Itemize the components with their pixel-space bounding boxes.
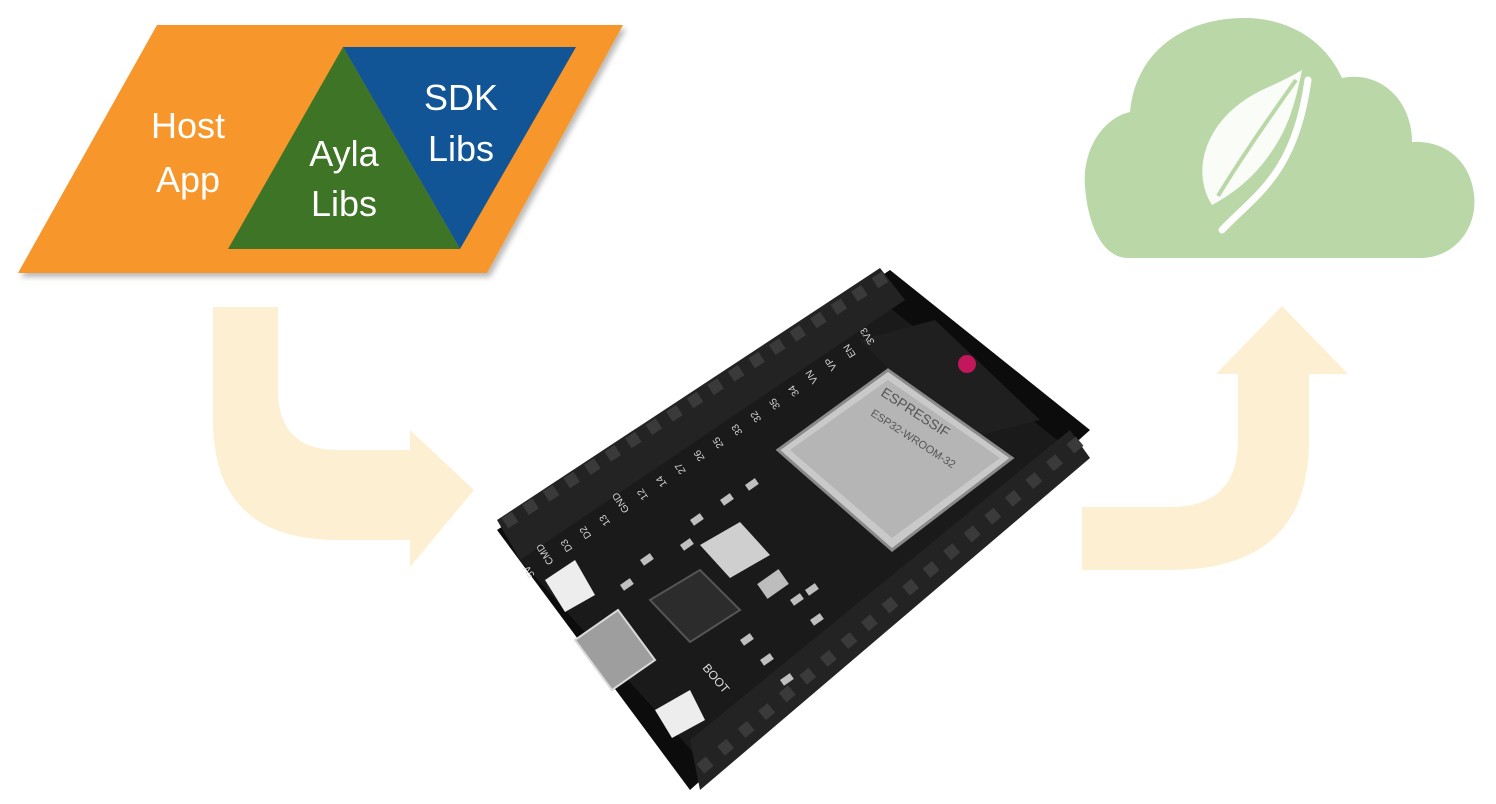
cloud-icon — [1085, 18, 1475, 258]
connect-arrow — [1082, 306, 1348, 570]
module-led — [958, 355, 976, 373]
sdk-libs-label-line2: Libs — [428, 128, 494, 169]
host-app-label-line2: App — [156, 159, 220, 200]
software-stack: Host App Ayla Libs SDK Libs — [18, 25, 623, 273]
ayla-libs-label-line1: Ayla — [309, 133, 379, 174]
host-app-label-line1: Host — [151, 105, 225, 146]
flash-arrow — [213, 307, 474, 567]
sdk-libs-label-line1: SDK — [424, 77, 498, 118]
ayla-libs-label-line2: Libs — [311, 183, 377, 224]
esp32-board: ESPRESSIF ESP32-WROOM-32 3V3ENVPVN343532… — [497, 268, 1090, 790]
